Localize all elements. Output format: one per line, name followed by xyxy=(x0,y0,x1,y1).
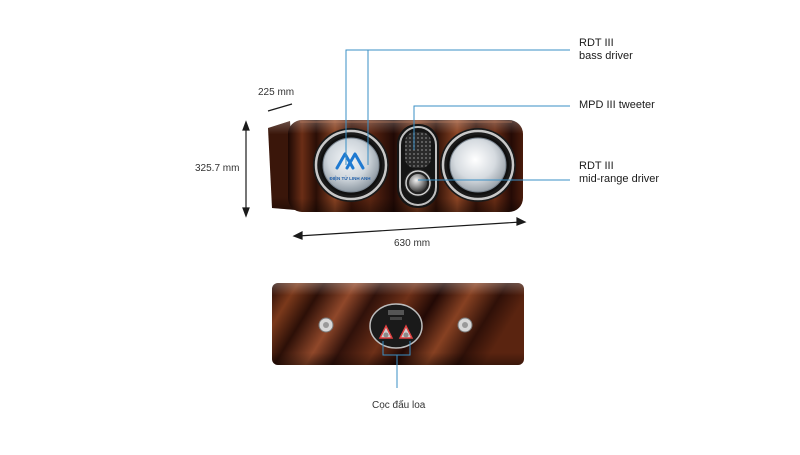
tweeter-dome xyxy=(409,174,427,192)
bass-driver-callout: RDT III bass driver xyxy=(579,37,633,63)
midrange-driver xyxy=(440,128,516,202)
mounting-bolt-right xyxy=(457,317,473,333)
terminals-callout: Cọc đấu loa xyxy=(372,400,426,411)
midrange-callout: RDT III mid-range driver xyxy=(579,160,659,186)
tweeter-mesh-grille xyxy=(405,132,431,168)
dealer-logo: ĐIỆN TỬ LINH ANH xyxy=(329,152,371,181)
logo-text: ĐIỆN TỬ LINH ANH xyxy=(329,174,370,181)
depth-dimension-label: 225 mm xyxy=(258,87,295,98)
dimension-arrows xyxy=(242,103,527,240)
rear-view xyxy=(272,283,524,388)
terminal-callout-lines xyxy=(382,341,411,388)
front-view: ĐIỆN TỬ LINH ANH xyxy=(242,49,570,240)
mounting-bolt-left xyxy=(318,317,334,333)
bass-driver-callout-line1: RDT III xyxy=(579,37,614,49)
midrange-callout-line1: RDT III xyxy=(579,160,614,172)
terminal-plate xyxy=(369,303,423,349)
tweeter-callout: MPD III tweeter xyxy=(579,99,655,111)
callout-lines xyxy=(345,49,570,181)
width-dimension-label: 630 mm xyxy=(394,238,431,249)
binding-post-right xyxy=(398,324,414,339)
height-dimension-label: 325.7 mm xyxy=(195,163,240,174)
bass-driver-callout-line2: bass driver xyxy=(579,50,633,62)
midrange-callout-line2: mid-range driver xyxy=(579,173,660,185)
tweeter-module xyxy=(397,124,439,208)
binding-post-left xyxy=(378,324,394,339)
